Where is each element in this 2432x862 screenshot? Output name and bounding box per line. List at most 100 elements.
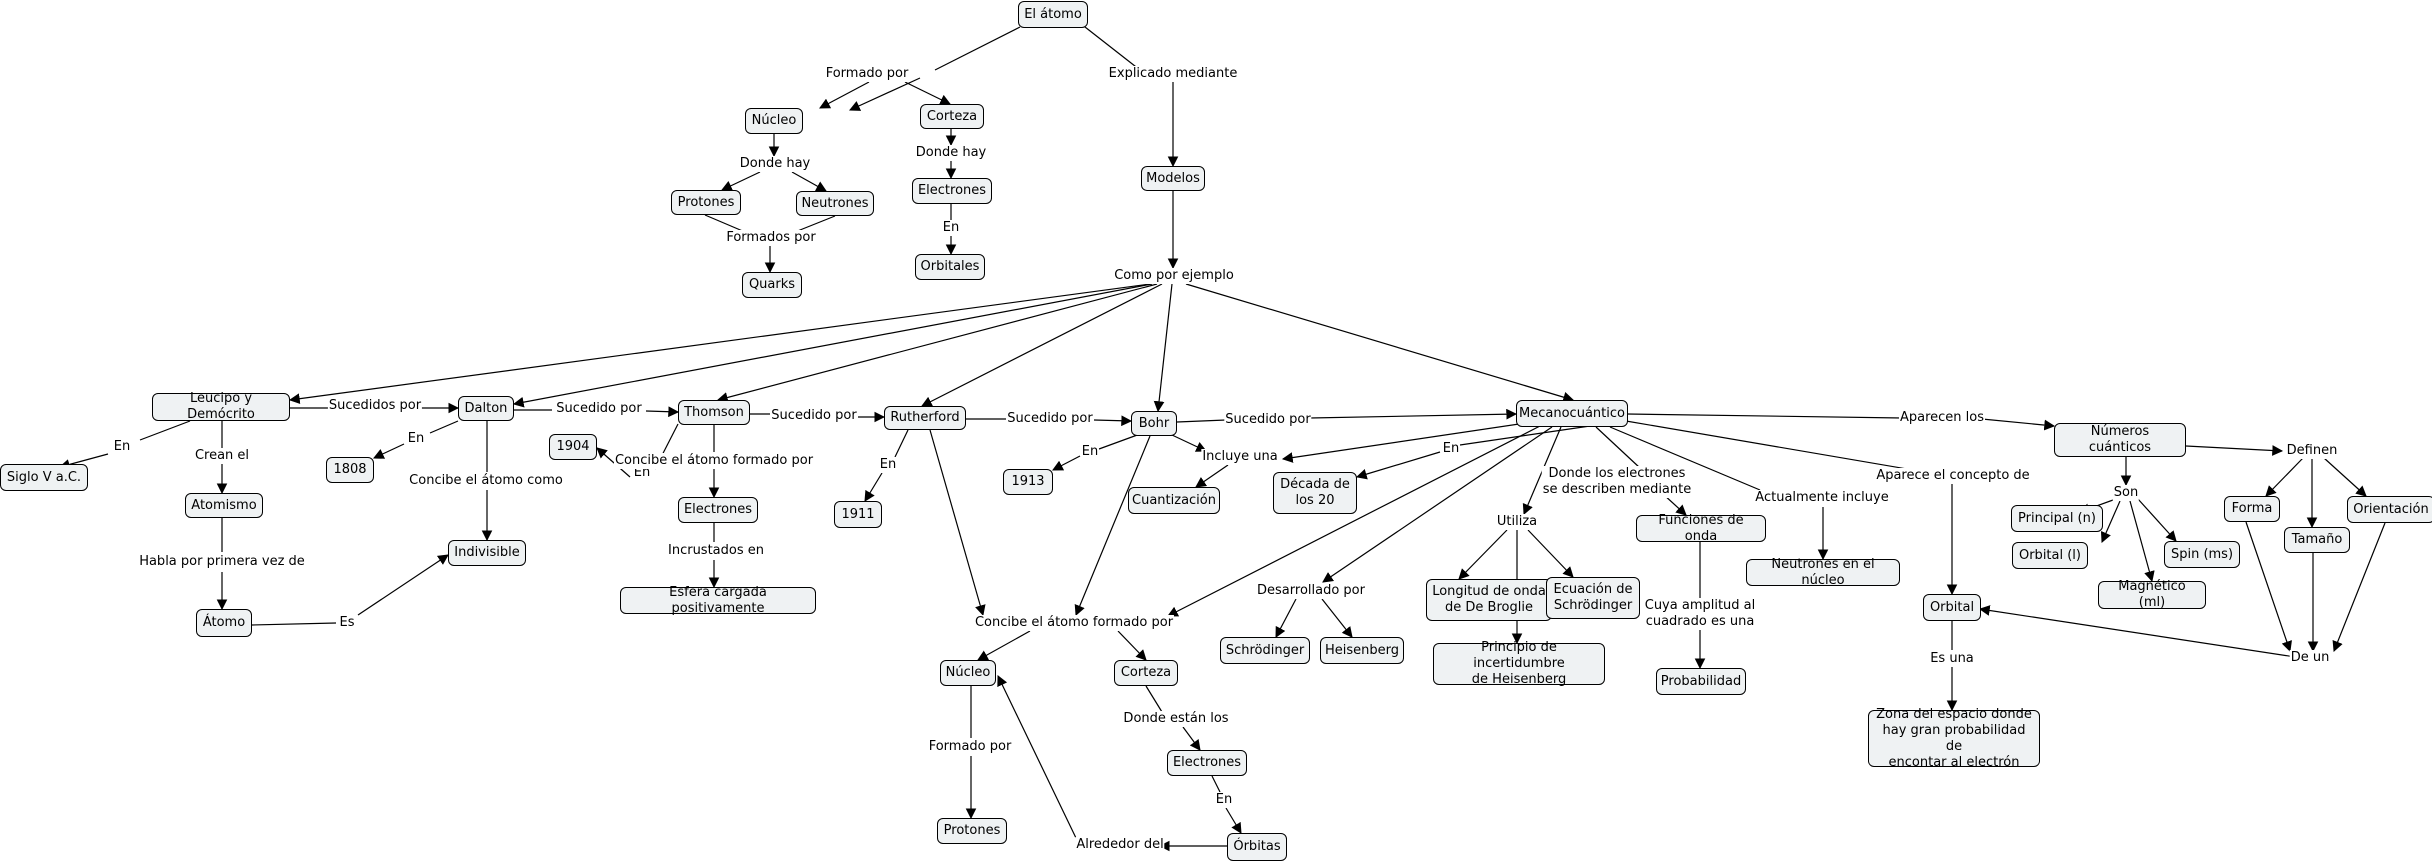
connector-line <box>794 215 836 233</box>
concept-debroglie[interactable]: Longitud de onda de De Broglie <box>1426 579 1552 621</box>
link-en-rutherford: En <box>878 457 898 473</box>
concept-orbitas[interactable]: Órbitas <box>1227 833 1287 861</box>
connector-arrow <box>1321 598 1353 638</box>
concept-electrones[interactable]: Electrones <box>912 178 992 204</box>
concept-orbitales[interactable]: Orbitales <box>915 254 985 280</box>
concept-magnetico[interactable]: Magnético (ml) <box>2098 579 2206 610</box>
connector-arrow <box>288 283 1151 405</box>
link-en-orbitas: En <box>1214 792 1234 808</box>
concept-corteza-rutherford[interactable]: Corteza <box>1114 660 1178 686</box>
link-donde-hay-corteza: Donde hay <box>914 145 988 161</box>
concept-dalton[interactable]: Dalton <box>458 396 514 421</box>
connector-arrow <box>819 81 870 109</box>
concept-mecanocuantico[interactable]: Mecanocuántico <box>1516 400 1628 427</box>
concept-probabilidad[interactable]: Probabilidad <box>1656 668 1746 695</box>
link-es-una: Es una <box>1929 651 1975 667</box>
concept-leucipo[interactable]: Leucipo y Demócrito <box>152 391 290 422</box>
link-crean-el: Crean el <box>193 448 251 464</box>
concept-1913[interactable]: 1913 <box>1003 469 1053 495</box>
link-definen: Definen <box>2285 443 2339 459</box>
concept-funciones[interactable]: Funciones de onda <box>1636 513 1766 544</box>
link-en-leucipo: En <box>112 439 132 455</box>
connector-arrow <box>904 81 951 105</box>
link-actualmente: Actualmente incluye <box>1754 490 1890 506</box>
concept-atomo-leucipo[interactable]: Átomo <box>196 609 252 637</box>
connector-arrow <box>512 283 1153 408</box>
concept-principal[interactable]: Principal (n) <box>2011 505 2103 532</box>
connector-arrow <box>1458 529 1508 580</box>
connector-arrow <box>721 171 761 191</box>
link-desarrollado: Desarrollado por <box>1256 583 1366 599</box>
link-sucedidos-por: Sucedidos por <box>327 398 423 414</box>
concept-1911[interactable]: 1911 <box>834 501 882 528</box>
connector-arrow <box>1153 283 1173 413</box>
connector-arrow <box>1052 455 1081 471</box>
concept-thomson[interactable]: Thomson <box>678 400 750 425</box>
concept-tamano[interactable]: Tamaño <box>2284 527 2350 553</box>
link-concibe-dalton: Concibe el átomo como <box>408 473 564 489</box>
concept-zona[interactable]: Zona del espacio donde hay gran probabil… <box>1868 707 2040 770</box>
connector-arrow <box>716 283 1158 403</box>
concept-neutrones[interactable]: Neutrones <box>796 191 874 216</box>
concept-ec-schrodinger[interactable]: Ecuación de Schrödinger <box>1546 577 1640 619</box>
concept-siglo[interactable]: Siglo V a.C. <box>0 464 88 491</box>
concept-corteza[interactable]: Corteza <box>920 104 984 129</box>
concept-neutrones-nucleo[interactable]: Neutrones en el núcleo <box>1746 557 1900 588</box>
concept-electrones-rutherford[interactable]: Electrones <box>1167 750 1247 776</box>
connector-arrow <box>921 283 1163 407</box>
connector-line <box>1626 413 1903 419</box>
concept-electrones-thomson[interactable]: Electrones <box>678 497 758 523</box>
connector-line <box>894 429 909 458</box>
concept-quarks[interactable]: Quarks <box>742 272 802 298</box>
concept-nucleo[interactable]: Núcleo <box>745 108 803 134</box>
concept-numeros[interactable]: Números cuánticos <box>2054 423 2186 457</box>
concept-rutherford[interactable]: Rutherford <box>884 406 966 430</box>
link-sucedido-dalton: Sucedido por <box>555 401 643 417</box>
concept-incertidumbre[interactable]: Principio de incertidumbre de Heisenberg <box>1433 640 1605 687</box>
connector-arrow <box>1981 418 2056 431</box>
link-es: Es <box>338 615 356 631</box>
link-formado-por-rutherford: Formado por <box>927 739 1013 755</box>
concept-orbital-l[interactable]: Orbital (l) <box>2012 542 2088 569</box>
connector-arrow <box>2245 521 2292 653</box>
link-en-electrones: En <box>941 220 961 236</box>
link-aparecen: Aparecen los <box>1898 410 1986 426</box>
connector-arrow <box>596 447 631 478</box>
concept-orientacion[interactable]: Orientación <box>2347 496 2432 523</box>
concept-modelos[interactable]: Modelos <box>1141 166 1205 191</box>
connector-arrow <box>864 472 883 502</box>
concept-atomismo[interactable]: Atomismo <box>185 493 263 518</box>
connector-line <box>1084 26 1141 71</box>
concept-protones[interactable]: Protones <box>671 190 741 215</box>
connector-line <box>1098 433 1141 450</box>
connector-arrow <box>357 554 449 616</box>
concept-atomo[interactable]: El átomo <box>1018 1 1088 28</box>
concept-esfera[interactable]: Esfera cargada positivamente <box>620 585 816 616</box>
concept-bohr[interactable]: Bohr <box>1131 411 1177 436</box>
concept-schrodinger[interactable]: Schrödinger <box>1220 637 1310 664</box>
concept-nucleo-rutherford[interactable]: Núcleo <box>940 660 996 686</box>
link-incluye: Incluye una <box>1201 449 1279 465</box>
link-de-un: De un <box>2289 650 2331 666</box>
concept-cuantizacion[interactable]: Cuantización <box>1128 487 1220 514</box>
concept-spin[interactable]: Spin (ms) <box>2164 541 2240 568</box>
connector-line <box>934 26 1021 71</box>
connector-arrow <box>2332 522 2386 653</box>
connector-arrow <box>1074 435 1151 616</box>
concept-heisenberg[interactable]: Heisenberg <box>1320 637 1404 664</box>
concept-protones-rutherford[interactable]: Protones <box>937 818 1007 844</box>
concept-forma[interactable]: Forma <box>2224 496 2280 522</box>
connector-arrow <box>2323 457 2367 497</box>
connector-line <box>704 214 746 233</box>
connector-line <box>139 420 191 441</box>
concept-orbital[interactable]: Orbital <box>1923 594 1981 621</box>
concept-indivisible[interactable]: Indivisible <box>448 540 526 566</box>
concept-1808[interactable]: 1808 <box>326 457 374 483</box>
concept-1904[interactable]: 1904 <box>549 434 597 460</box>
link-formados-por: Formados por <box>725 230 817 246</box>
connector-arrow <box>373 443 405 459</box>
connector-arrow <box>929 429 986 617</box>
concept-decada[interactable]: Década de los 20 <box>1273 472 1357 514</box>
link-formado-por: Formado por <box>824 66 910 82</box>
link-donde-hay-nucleo: Donde hay <box>738 156 812 172</box>
